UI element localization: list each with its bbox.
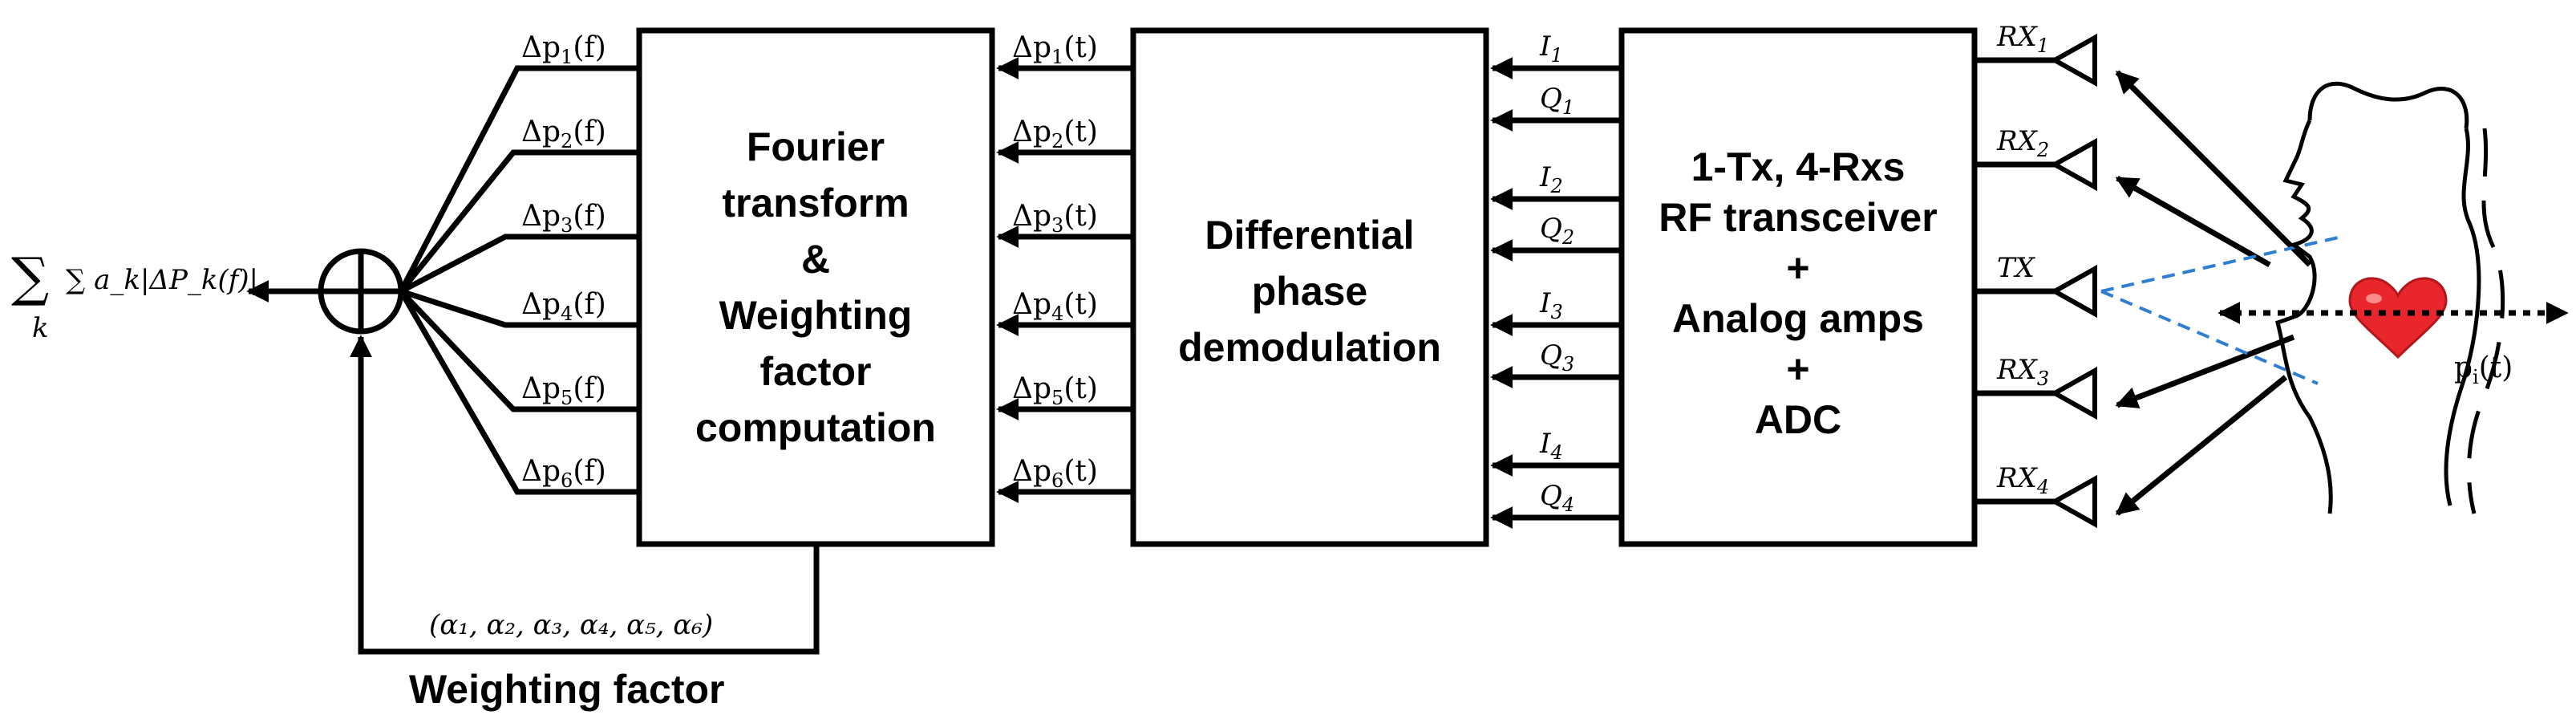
weighting-factor-label: Weighting factor	[409, 667, 725, 712]
freq-signal-label-6: Δp6(f)	[521, 455, 606, 492]
fourier-line-4: Weighting	[719, 293, 913, 338]
sum-index: k	[32, 312, 49, 344]
antenna-label-4: RX3	[1996, 354, 2049, 390]
weighted-sum-expression: ∑ a_k|ΔP_k(f)|	[66, 264, 258, 296]
antenna-label-3: TX	[1997, 252, 2036, 284]
weighting-feedback-path	[350, 335, 820, 655]
fourier-line-6: computation	[695, 405, 936, 450]
rf-line-5: +	[1786, 347, 1809, 392]
displacement-label: pi(t)	[2454, 351, 2513, 388]
heart-icon	[2348, 277, 2448, 359]
time-signal-label-6: Δp6(t)	[1012, 455, 1098, 492]
fourier-block-text: Fourier transform & Weighting factor computat…	[695, 124, 936, 450]
antenna-label-5: RX4	[1996, 462, 2049, 498]
tx-beam	[2100, 235, 2343, 385]
iq-signal-label-7: I4	[1539, 428, 1563, 464]
frequency-signal-labels: Δp1(f) Δp2(f) Δp3(f) Δp4(f) Δp5(f) Δp6(f)	[521, 31, 606, 492]
antenna-icon-2	[2049, 137, 2097, 192]
freq-signal-label-2: Δp2(f)	[521, 116, 606, 152]
fan-in-lines	[398, 65, 639, 495]
rf-line-3: +	[1786, 246, 1809, 290]
diff-line-3: demodulation	[1178, 325, 1441, 370]
antenna-connection-lines	[1975, 57, 2058, 505]
output-expression: ∑ k ∑ a_k|ΔP_k(f)|	[11, 246, 258, 344]
iq-signal-label-1: I1	[1539, 30, 1563, 67]
rf-line-2: RF transceiver	[1659, 195, 1937, 240]
iq-signal-label-8: Q4	[1540, 480, 1574, 516]
svg-text:∑: ∑	[11, 246, 49, 308]
antenna-icon-1	[2049, 33, 2097, 87]
fourier-line-1: Fourier	[747, 124, 885, 169]
iq-signal-label-2: Q1	[1540, 83, 1574, 119]
iq-signal-label-5: I3	[1539, 287, 1563, 323]
freq-signal-label-4: Δp4(f)	[521, 288, 606, 325]
rf-line-6: ADC	[1755, 397, 1841, 442]
rf-line-1: 1-Tx, 4-Rxs	[1691, 144, 1906, 189]
differential-block-text: Differential phase demodulation	[1178, 213, 1441, 370]
reflection-arrows	[2115, 70, 2312, 516]
rf-transceiver-block	[1618, 27, 1978, 547]
rf-block-text: 1-Tx, 4-Rxs RF transceiver + Analog amps + AD…	[1659, 144, 1937, 442]
fourier-line-5: factor	[760, 349, 872, 394]
diff-line-1: Differential	[1205, 213, 1414, 258]
antenna-icon-5	[2049, 474, 2097, 529]
fourier-weighting-block	[636, 27, 995, 547]
antenna-label-2: RX2	[1996, 125, 2049, 161]
freq-signal-label-1: Δp1(f)	[521, 31, 606, 68]
time-signal-label-2: Δp2(t)	[1012, 116, 1098, 152]
antenna-icon-3	[2049, 264, 2097, 319]
diff-line-2: phase	[1252, 269, 1368, 314]
rf-line-4: Analog amps	[1672, 296, 1924, 341]
time-signal-label-1: Δp1(t)	[1012, 31, 1098, 68]
summation-node	[318, 248, 404, 335]
time-signal-label-4: Δp4(t)	[1012, 288, 1098, 325]
time-signal-label-3: Δp3(t)	[1012, 200, 1098, 237]
time-signal-label-5: Δp5(t)	[1012, 372, 1098, 409]
time-signal-labels: Δp1(t) Δp2(t) Δp3(t) Δp4(t) Δp5(t) Δp6(t)	[1012, 31, 1098, 492]
antenna-label-1: RX1	[1996, 21, 2049, 57]
time-signal-arrows	[996, 57, 1133, 503]
iq-signal-label-3: I2	[1539, 161, 1563, 197]
weights-tuple: (α₁, α₂, α₃, α₄, α₅, α₆)	[429, 609, 713, 641]
freq-signal-label-3: Δp3(f)	[521, 200, 606, 237]
differential-demodulation-block	[1130, 27, 1489, 547]
iq-signal-label-6: Q3	[1540, 339, 1574, 376]
freq-signal-label-5: Δp5(f)	[521, 372, 606, 409]
fourier-line-2: transform	[722, 181, 909, 225]
iq-signal-label-4: Q2	[1540, 213, 1574, 249]
fourier-line-3: &	[801, 237, 830, 282]
antenna-icon-4	[2049, 366, 2097, 420]
iq-signal-arrows	[1490, 57, 1622, 529]
